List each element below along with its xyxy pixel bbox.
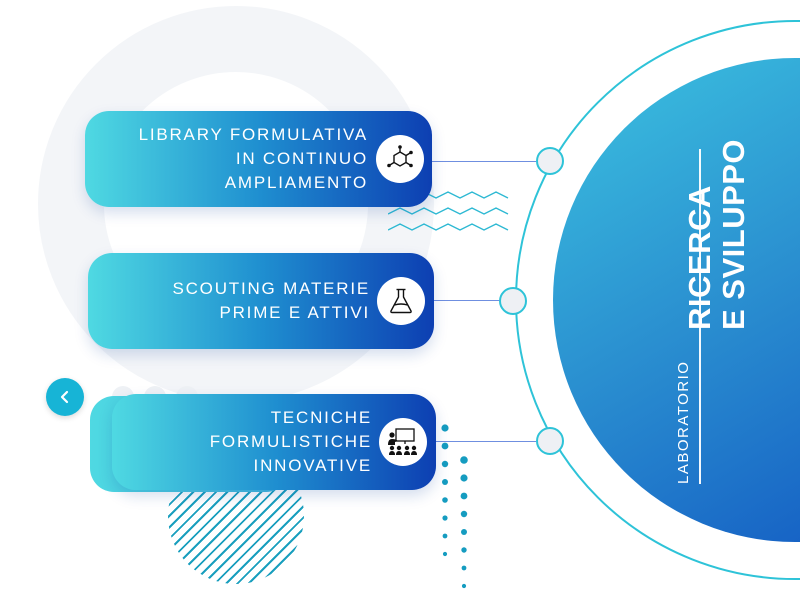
- title-block: LABORATORIO RICERCA E SVILUPPO: [671, 139, 761, 490]
- card-1-text: LIBRARY FORMULATIVA IN CONTINUO AMPLIAME…: [139, 111, 368, 207]
- node-circle-1: [536, 147, 564, 175]
- node-circle-3: [536, 427, 564, 455]
- title-line-1: RICERCA: [682, 185, 717, 330]
- card-3-line-1: TECNICHE: [270, 408, 372, 427]
- card-1-line-1: LIBRARY FORMULATIVA: [138, 125, 368, 144]
- title-lab: LABORATORIO: [675, 360, 692, 484]
- page-title: RICERCA E SVILUPPO: [682, 138, 751, 330]
- feature-card-3: TECNICHE FORMULISTICHE INNOVATIVE: [112, 394, 436, 490]
- connector-line-2: [430, 300, 500, 301]
- card-1-line-2: IN CONTINUO: [235, 149, 368, 168]
- feature-card-1: LIBRARY FORMULATIVA IN CONTINUO AMPLIAME…: [85, 111, 432, 207]
- connector-line-1: [430, 161, 536, 162]
- card-2-line-2: PRIME E ATTIVI: [219, 303, 370, 322]
- card-1-line-3: AMPLIAMENTO: [224, 173, 368, 192]
- dots-decoration: [441, 424, 468, 589]
- flask-icon: [377, 277, 425, 325]
- molecule-icon: [376, 135, 424, 183]
- card-3-line-2: FORMULISTICHE: [209, 432, 372, 451]
- back-button[interactable]: [46, 378, 84, 416]
- node-circle-2: [499, 287, 527, 315]
- feature-card-2: SCOUTING MATERIE PRIME E ATTIVI: [88, 253, 434, 349]
- connector-line-3: [430, 441, 536, 442]
- title-line-2: E SVILUPPO: [716, 138, 751, 330]
- card-2-text: SCOUTING MATERIE PRIME E ATTIVI: [172, 253, 370, 349]
- meeting-presentation-icon: [379, 418, 427, 466]
- card-3-text: TECNICHE FORMULISTICHE INNOVATIVE: [210, 394, 372, 490]
- chevron-left-icon: [60, 390, 69, 404]
- card-3-line-3: INNOVATIVE: [253, 456, 372, 475]
- card-2-line-1: SCOUTING MATERIE: [172, 279, 370, 298]
